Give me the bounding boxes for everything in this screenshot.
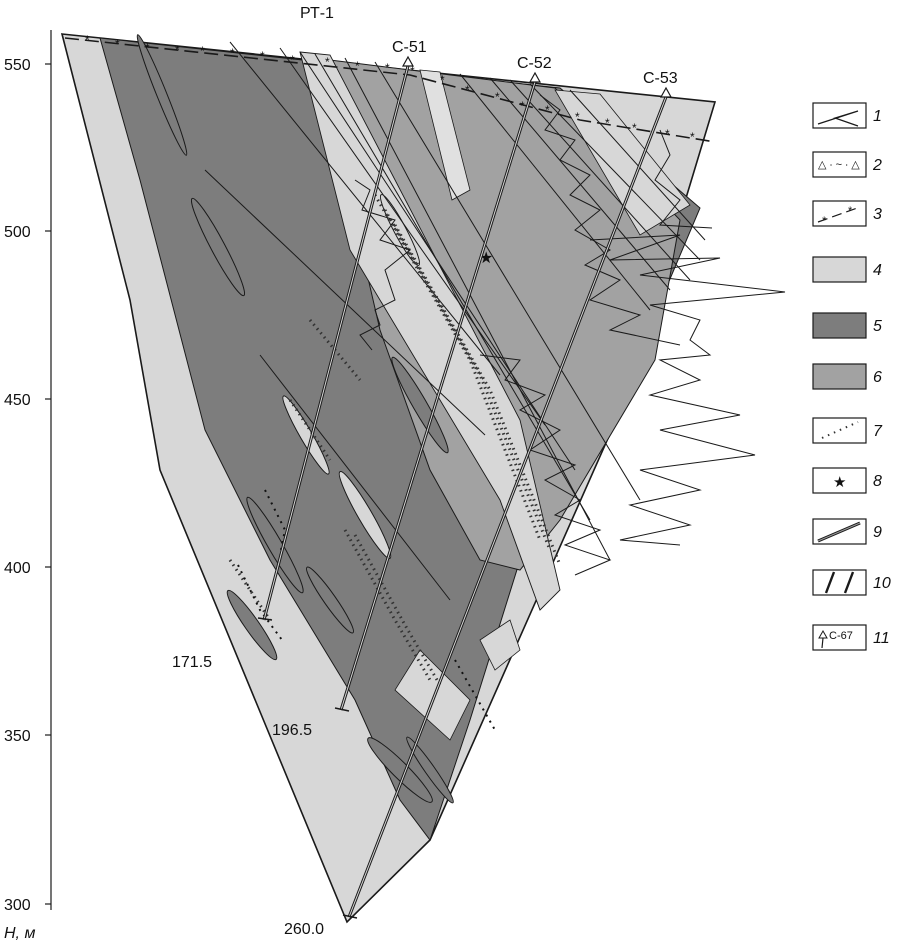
lens-light (379, 194, 421, 266)
axis-tick-label: 500 (4, 224, 31, 241)
section-label: РТ-1 (300, 5, 334, 22)
lens-dark (391, 356, 449, 454)
legend-number: 3 (873, 206, 882, 223)
section-body: *** *** *** *** *** *** *** * ★ (60, 33, 786, 924)
legend-box-6 (812, 363, 867, 390)
legend-box-4 (812, 256, 867, 283)
legend-symbol-breccia: △ ∙ ~ ∙ △ (818, 159, 860, 171)
legend-number: 2 (872, 157, 882, 174)
legend-box-3 (812, 200, 867, 227)
light-strip (299, 51, 561, 611)
svg-text:*: * (385, 61, 390, 75)
surface-stars: * * * * * * * * * * * * * * * * * * * * * * (85, 33, 695, 144)
cross-marks (237, 489, 496, 731)
lens-light (338, 471, 392, 559)
legend-box-7 (812, 417, 867, 444)
legend-number: 8 (873, 473, 882, 490)
axis-title: H, м (4, 925, 35, 942)
axis-tick-label: 550 (4, 57, 31, 74)
legend-box-2 (812, 151, 867, 178)
svg-text:*: * (545, 103, 550, 117)
well-c52: С-52 196.5 (272, 55, 552, 739)
well-label: С-53 (643, 70, 678, 87)
axis-tick-label: 450 (4, 392, 31, 409)
svg-text:*: * (175, 43, 180, 57)
legend: 1 △ ∙ ~ ∙ △ 2 * * 3 4 5 6 7 ★ 8 9 (812, 102, 891, 651)
svg-text:*: * (325, 55, 330, 69)
svg-text:*: * (145, 41, 150, 55)
well-label: С-52 (517, 55, 552, 72)
depth-axis: 550 500 450 400 350 300 H, м (4, 30, 52, 942)
svg-text:*: * (495, 90, 500, 104)
axis-tick-label: 400 (4, 560, 31, 577)
legend-number: 7 (873, 423, 883, 440)
lens-dark (246, 496, 304, 594)
legend-well-symbol: С-67 (829, 630, 853, 642)
surface-line (64, 37, 716, 143)
lens-dark (226, 589, 278, 661)
lens-dark (306, 566, 354, 634)
well-depth: 171.5 (172, 654, 212, 671)
svg-text:*: * (848, 205, 853, 217)
svg-text:*: * (822, 215, 827, 227)
legend-number: 10 (873, 575, 891, 592)
svg-text:*: * (355, 59, 360, 73)
light-strip (394, 649, 471, 741)
legend-box-1 (812, 102, 867, 129)
svg-text:*: * (632, 121, 637, 135)
well-c51: С-51 171.5 (172, 39, 427, 671)
legend-number: 4 (873, 262, 882, 279)
svg-text:*: * (260, 49, 265, 63)
svg-text:*: * (665, 127, 670, 141)
svg-text:*: * (465, 83, 470, 97)
svg-text:*: * (575, 110, 580, 124)
axis-tick-label: 350 (4, 728, 31, 745)
well-depth: 196.5 (272, 722, 312, 739)
well-c53: С-53 260.0 (284, 70, 678, 938)
svg-text:*: * (290, 53, 295, 67)
light-strip (554, 89, 691, 236)
svg-text:*: * (230, 46, 235, 60)
well-label: С-51 (392, 39, 427, 56)
well-depth: 260.0 (284, 921, 324, 938)
svg-text:*: * (85, 33, 90, 47)
legend-number: 1 (873, 108, 882, 125)
legend-box-8 (812, 467, 867, 494)
legend-number: 5 (873, 318, 882, 335)
lens-dark (367, 737, 433, 803)
lens-dark (136, 34, 188, 156)
svg-text:*: * (410, 64, 415, 78)
svg-text:*: * (200, 44, 205, 58)
legend-number: 11 (873, 630, 890, 647)
svg-text:*: * (520, 99, 525, 113)
lens-dark (406, 736, 454, 804)
svg-text:*: * (690, 130, 695, 144)
legend-symbol-log (817, 110, 859, 127)
legend-star-icon: ★ (833, 473, 846, 491)
wells: С-51 171.5 С-52 196.5 С-53 260.0 РТ-1 (172, 5, 678, 938)
axis-tick-label: 300 (4, 897, 31, 914)
light-strip (479, 619, 521, 671)
lens-light (282, 395, 330, 475)
legend-box-10 (812, 569, 867, 596)
legend-number: 6 (873, 369, 882, 386)
legend-number: 9 (873, 524, 882, 541)
svg-text:*: * (605, 116, 610, 130)
svg-text:*: * (115, 37, 120, 51)
log-curves (354, 94, 786, 576)
lens-dark (190, 197, 246, 297)
legend-box-5 (812, 312, 867, 339)
svg-text:*: * (440, 73, 445, 87)
light-strip (419, 69, 471, 201)
